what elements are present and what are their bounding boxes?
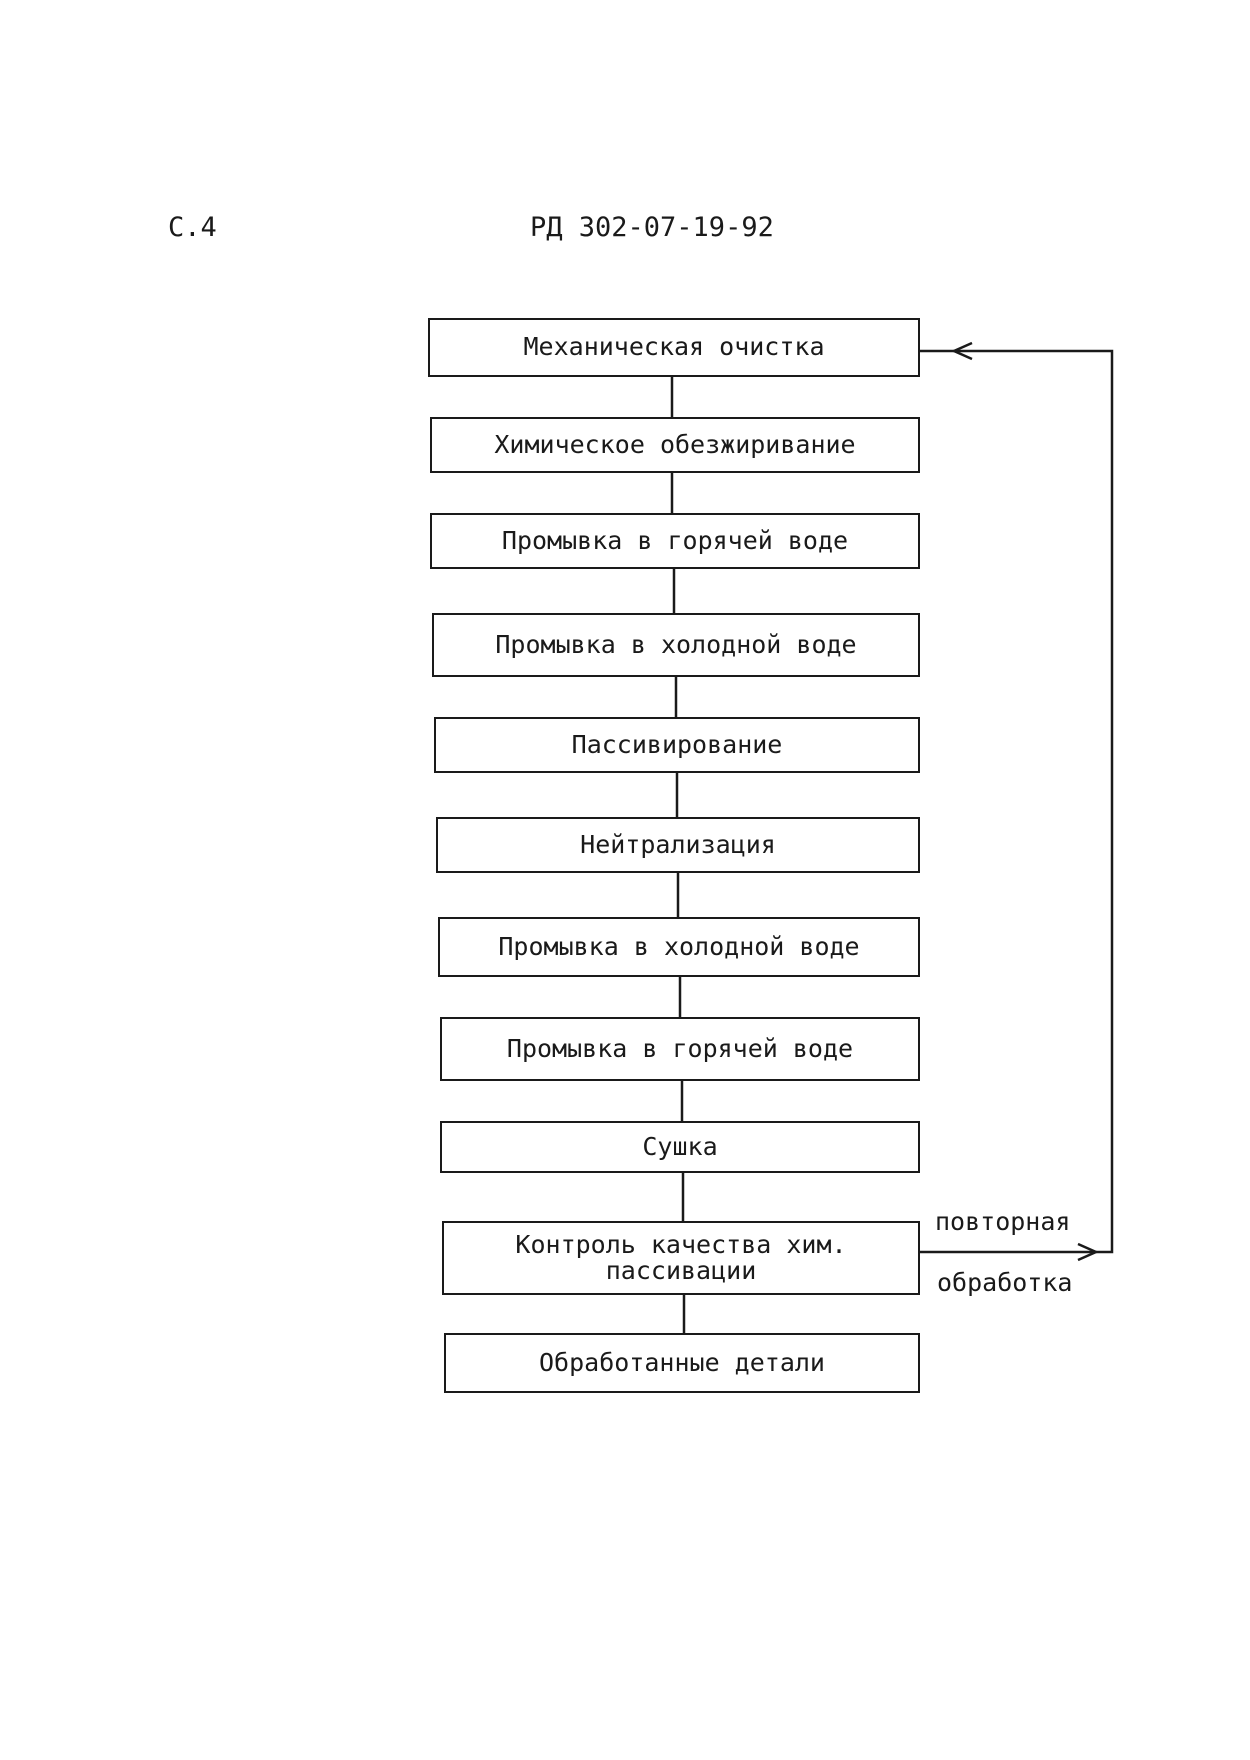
feedback-loop-line: [920, 349, 1114, 1254]
step-chemical-degreasing: Химическое обезжиривание: [430, 417, 920, 473]
page-number: С.4: [168, 212, 217, 243]
step-label: Механическая очистка: [523, 332, 825, 362]
loop-label-bottom: обработка: [937, 1268, 1073, 1297]
step-label: Сушка: [642, 1131, 718, 1161]
step-label: Нейтрализация: [580, 829, 776, 859]
loop-label-top: повторная: [935, 1207, 1071, 1236]
step-mechanical-cleaning: Механическая очистка: [428, 318, 920, 377]
loop-arrowhead-right: [1077, 1242, 1100, 1262]
step-hot-water-rinse-2: Промывка в горячей воде: [440, 1017, 920, 1081]
step-label: Промывка в холодной воде: [495, 629, 857, 659]
step-label: Промывка в горячей воде: [506, 1033, 854, 1063]
step-cold-water-rinse: Промывка в холодной воде: [432, 613, 920, 677]
step-hot-water-rinse: Промывка в горячей воде: [430, 513, 920, 569]
step-label: Химическое обезжиривание: [494, 429, 856, 459]
step-label: Промывка в холодной воде: [498, 931, 860, 961]
document-code: РД 302-07-19-92: [530, 212, 774, 243]
step-quality-control: Контроль качества хим. пассивации: [442, 1221, 920, 1295]
step-passivation: Пассивирование: [434, 717, 920, 773]
step-label-line1: Контроль качества хим.: [515, 1229, 847, 1259]
step-label: Промывка в горячей воде: [501, 525, 849, 555]
step-cold-water-rinse-2: Промывка в холодной воде: [438, 917, 920, 977]
step-finished-parts: Обработанные детали: [444, 1333, 920, 1393]
step-neutralization: Нейтрализация: [436, 817, 920, 873]
step-label: Пассивирование: [571, 729, 783, 759]
step-label-line2: пассивации: [605, 1256, 757, 1285]
step-drying: Сушка: [440, 1121, 920, 1173]
loop-arrowhead-left: [950, 341, 973, 361]
quality-control-label: Контроль качества хим. пассивации: [515, 1229, 847, 1285]
step-label: Обработанные детали: [539, 1347, 825, 1377]
